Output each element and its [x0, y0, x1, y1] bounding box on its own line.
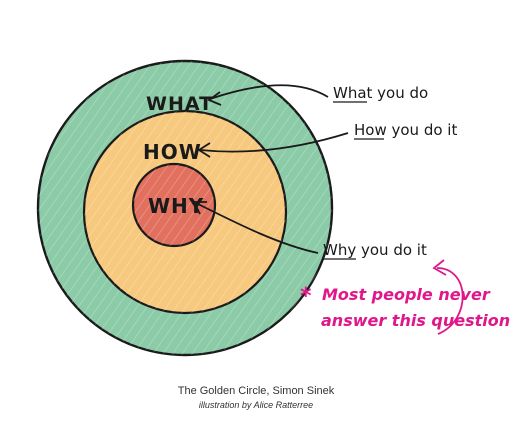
ring-label-what: WHAT	[146, 93, 213, 115]
note-line-2: answer this question	[321, 311, 510, 330]
caption-credit: illustration by Alice Ratterree	[198, 400, 314, 410]
ring-label-how: HOW	[143, 140, 202, 164]
annotation-how: How you do it	[354, 121, 457, 139]
annotation-why: Why you do it	[323, 241, 427, 259]
caption-title: The Golden Circle, Simon Sinek	[177, 385, 335, 397]
ring-label-why: WHY	[148, 194, 204, 218]
note-asterisk: *	[300, 284, 312, 309]
ring-why	[131, 162, 217, 248]
arrow-why	[192, 201, 319, 254]
note-line-1: Most people never	[322, 285, 491, 304]
annotation-what: What you do	[333, 84, 428, 102]
arrow-note	[432, 259, 464, 335]
arrow-what	[207, 84, 329, 106]
arrow-how	[197, 132, 349, 158]
